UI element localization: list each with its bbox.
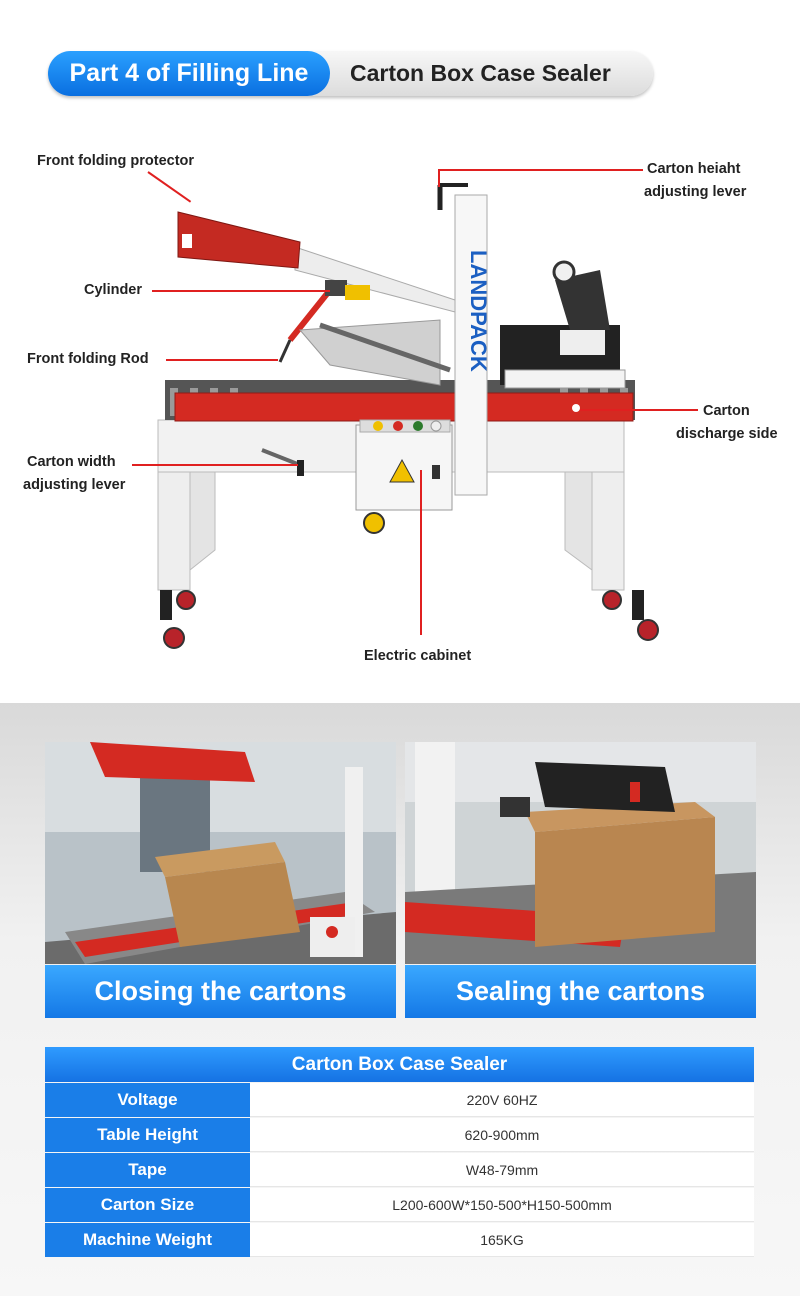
callout-front-folding-protector: Front folding protector [37,153,195,169]
leader-line [438,169,440,187]
callout-electric-cabinet: Electric cabinet [364,648,472,664]
spec-value: L200-600W*150-500*H150-500mm [250,1188,754,1222]
machine-diagram: LANDPACK Front folding protector Cylinde… [0,130,800,690]
leader-line [166,359,278,361]
leader-line [438,169,643,171]
spec-label: Machine Weight [45,1223,250,1257]
spec-row: Table Height 620-900mm [45,1118,754,1152]
spec-value: 220V 60HZ [250,1083,754,1117]
leader-line [420,470,422,635]
spec-row: Tape W48-79mm [45,1153,754,1187]
leader-line [132,464,298,466]
spec-row: Carton Size L200-600W*150-500*H150-500mm [45,1188,754,1222]
spec-table-title: Carton Box Case Sealer [45,1047,754,1082]
spec-value: 620-900mm [250,1118,754,1152]
photo-sealing-cartons [405,742,756,964]
spec-label: Tape [45,1153,250,1187]
spec-row: Voltage 220V 60HZ [45,1083,754,1117]
part-label: Part 4 of Filling Line [48,51,330,96]
spec-value: W48-79mm [250,1153,754,1187]
leader-line [152,290,330,292]
callout-carton-width-2: adjusting lever [23,477,126,493]
product-title: Carton Box Case Sealer [350,60,611,86]
callout-carton-height-2: adjusting lever [644,184,747,200]
case-sealer-illustration: LANDPACK [157,183,659,649]
brand-mark: LANDPACK [466,250,491,372]
callout-discharge-1: Carton [703,403,750,419]
spec-label: Voltage [45,1083,250,1117]
spec-label: Carton Size [45,1188,250,1222]
callout-discharge-2: discharge side [676,426,778,442]
caption-sealing: Sealing the cartons [405,965,756,1018]
callout-cylinder: Cylinder [84,282,143,298]
callout-carton-height-1: Carton heiaht [647,161,741,177]
photo-closing-cartons [45,742,396,964]
spec-row: Machine Weight 165KG [45,1223,754,1257]
caption-closing: Closing the cartons [45,965,396,1018]
callout-front-folding-rod: Front folding Rod [27,351,149,367]
leader-line [580,409,698,411]
callout-carton-width-1: Carton width [27,454,116,470]
spec-label: Table Height [45,1118,250,1152]
spec-value: 165KG [250,1223,754,1257]
title-pill: Part 4 of Filling Line Carton Box Case S… [48,51,653,96]
